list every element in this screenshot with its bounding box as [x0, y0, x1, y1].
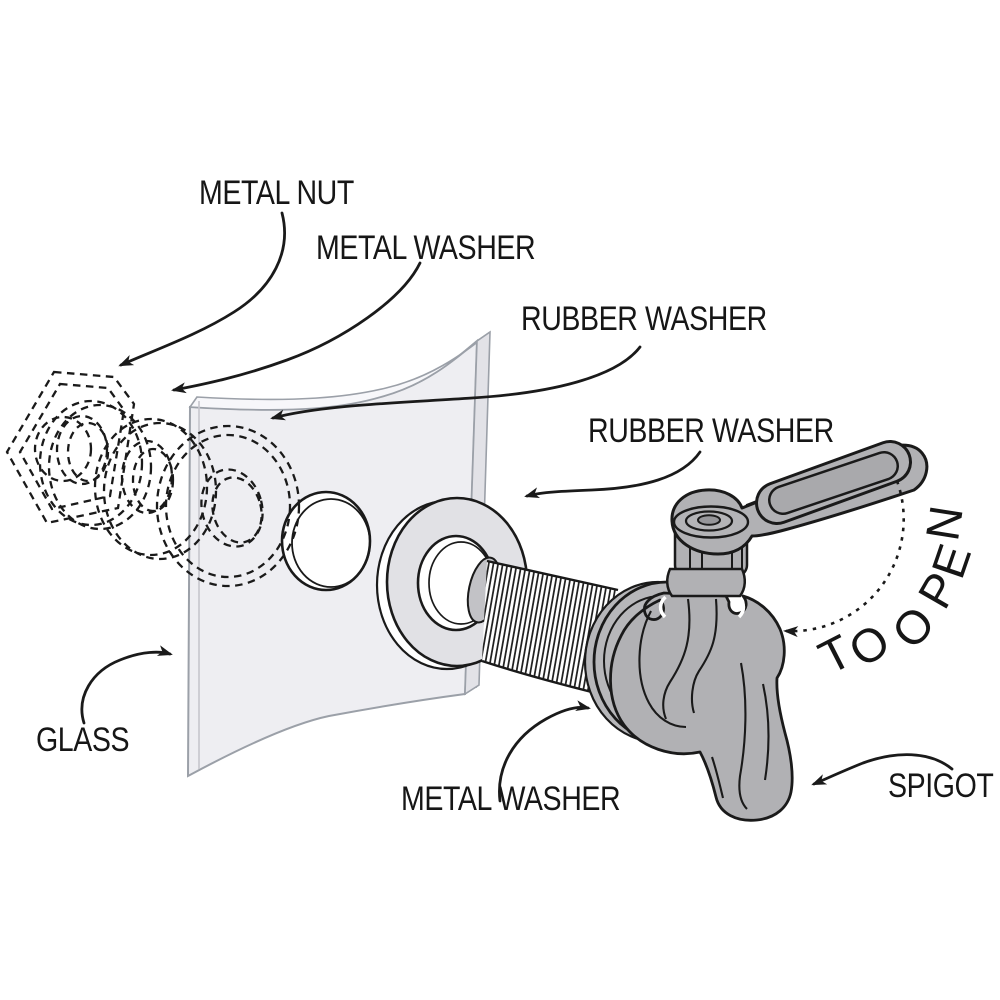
- handle-lever: [670, 440, 929, 556]
- leader-arrows: [80, 211, 954, 803]
- arrow-metal-nut: [118, 211, 286, 367]
- arrow-rubber-washer-1: [270, 345, 642, 421]
- label-glass: GLASS: [36, 721, 130, 759]
- label-metal-nut: METAL NUT: [199, 174, 354, 212]
- rotation-arc: [783, 480, 905, 638]
- metal-nut-outline: [5, 370, 136, 525]
- arrow-glass: [80, 645, 173, 725]
- arrow-metal-washer-bottom: [498, 700, 591, 803]
- pivot-screw: [672, 505, 750, 539]
- arrow-metal-washer-top: [171, 261, 422, 394]
- to-open-letter: N: [915, 502, 973, 544]
- dashed-parts: [5, 370, 301, 588]
- arrow-rubber-washer-2: [524, 450, 702, 498]
- spigot-body: [609, 591, 794, 822]
- metal-washer-outline: [38, 399, 153, 531]
- label-rubber-washer-2: RUBBER WASHER: [588, 412, 834, 450]
- label-spigot: SPIGOT: [888, 767, 994, 805]
- label-metal-washer-bottom: METAL WASHER: [401, 780, 621, 818]
- label-rubber-washer-1: RUBBER WASHER: [521, 300, 767, 338]
- arrow-spigot: [811, 753, 954, 786]
- label-metal-washer-top: METAL WASHER: [316, 229, 536, 267]
- washer-projection-on-glass: [155, 424, 301, 588]
